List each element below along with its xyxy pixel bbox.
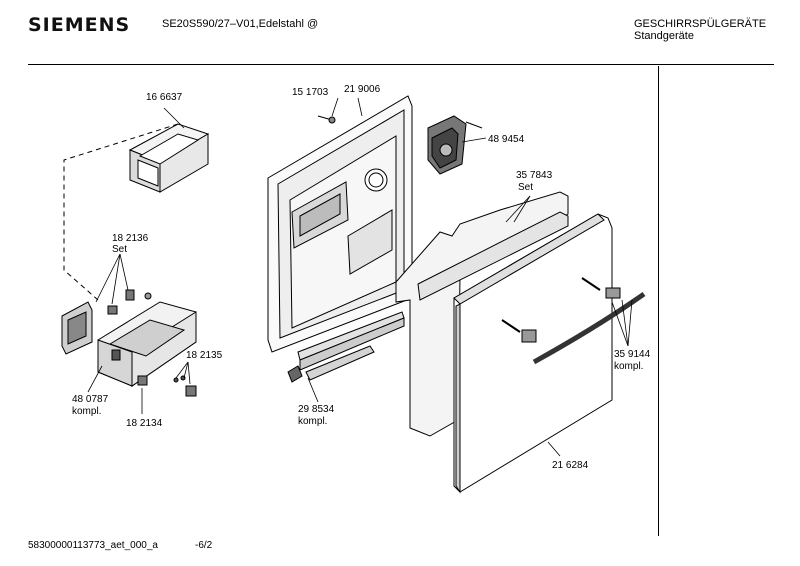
part-button	[137, 375, 148, 386]
model-designation: SE20S590/27–V01,Edelstahl @	[162, 18, 319, 30]
document-id: 58300000113773_aet_000_a	[28, 540, 158, 551]
part-control-cover	[61, 301, 93, 355]
label-35-7843: 35 7843	[516, 170, 553, 181]
page-number: -6/2	[195, 540, 213, 551]
label-21-6284: 21 6284	[552, 460, 589, 471]
label-48-9454: 48 9454	[488, 134, 525, 145]
part-inner-door	[267, 95, 413, 353]
brand-logo: SIEMENS	[28, 14, 131, 36]
label-29-8534: 29 8534	[298, 404, 335, 415]
part-pin	[144, 292, 152, 300]
label-21-9006: 21 9006	[344, 84, 381, 95]
label-15-1703: 15 1703	[292, 87, 329, 98]
label-35-9144-note: kompl.	[614, 361, 643, 372]
part-control-module	[97, 301, 197, 387]
label-48-0787-note: kompl.	[72, 406, 101, 417]
part-insulation-panel	[395, 191, 569, 437]
label-29-8534-note: kompl.	[298, 416, 327, 427]
leader-lines	[87, 97, 633, 457]
label-16-6637: 16 6637	[146, 92, 183, 103]
part-lower-strip	[287, 311, 405, 383]
part-switch-a	[107, 305, 118, 315]
part-dispenser	[427, 115, 483, 175]
label-35-7843-note: Set	[518, 182, 533, 193]
part-screw	[317, 115, 336, 124]
label-48-0787: 48 0787	[72, 394, 109, 405]
part-switch-b	[125, 289, 135, 301]
label-18-2136-note: Set	[112, 244, 127, 255]
part-handle	[501, 277, 646, 365]
label-18-2134: 18 2134	[126, 418, 163, 429]
part-filter-frame	[128, 123, 210, 193]
margin-divider	[658, 66, 659, 536]
label-35-9144: 35 9144	[614, 349, 651, 360]
appliance-subcategory: Standgeräte	[634, 30, 694, 42]
part-clip	[185, 385, 197, 397]
appliance-category: GESCHIRRSPÜLGERÄTE	[634, 18, 767, 30]
header-divider	[28, 64, 774, 65]
part-outer-door	[453, 213, 613, 494]
label-18-2136: 18 2136	[112, 233, 149, 244]
label-18-2135: 18 2135	[186, 350, 223, 361]
